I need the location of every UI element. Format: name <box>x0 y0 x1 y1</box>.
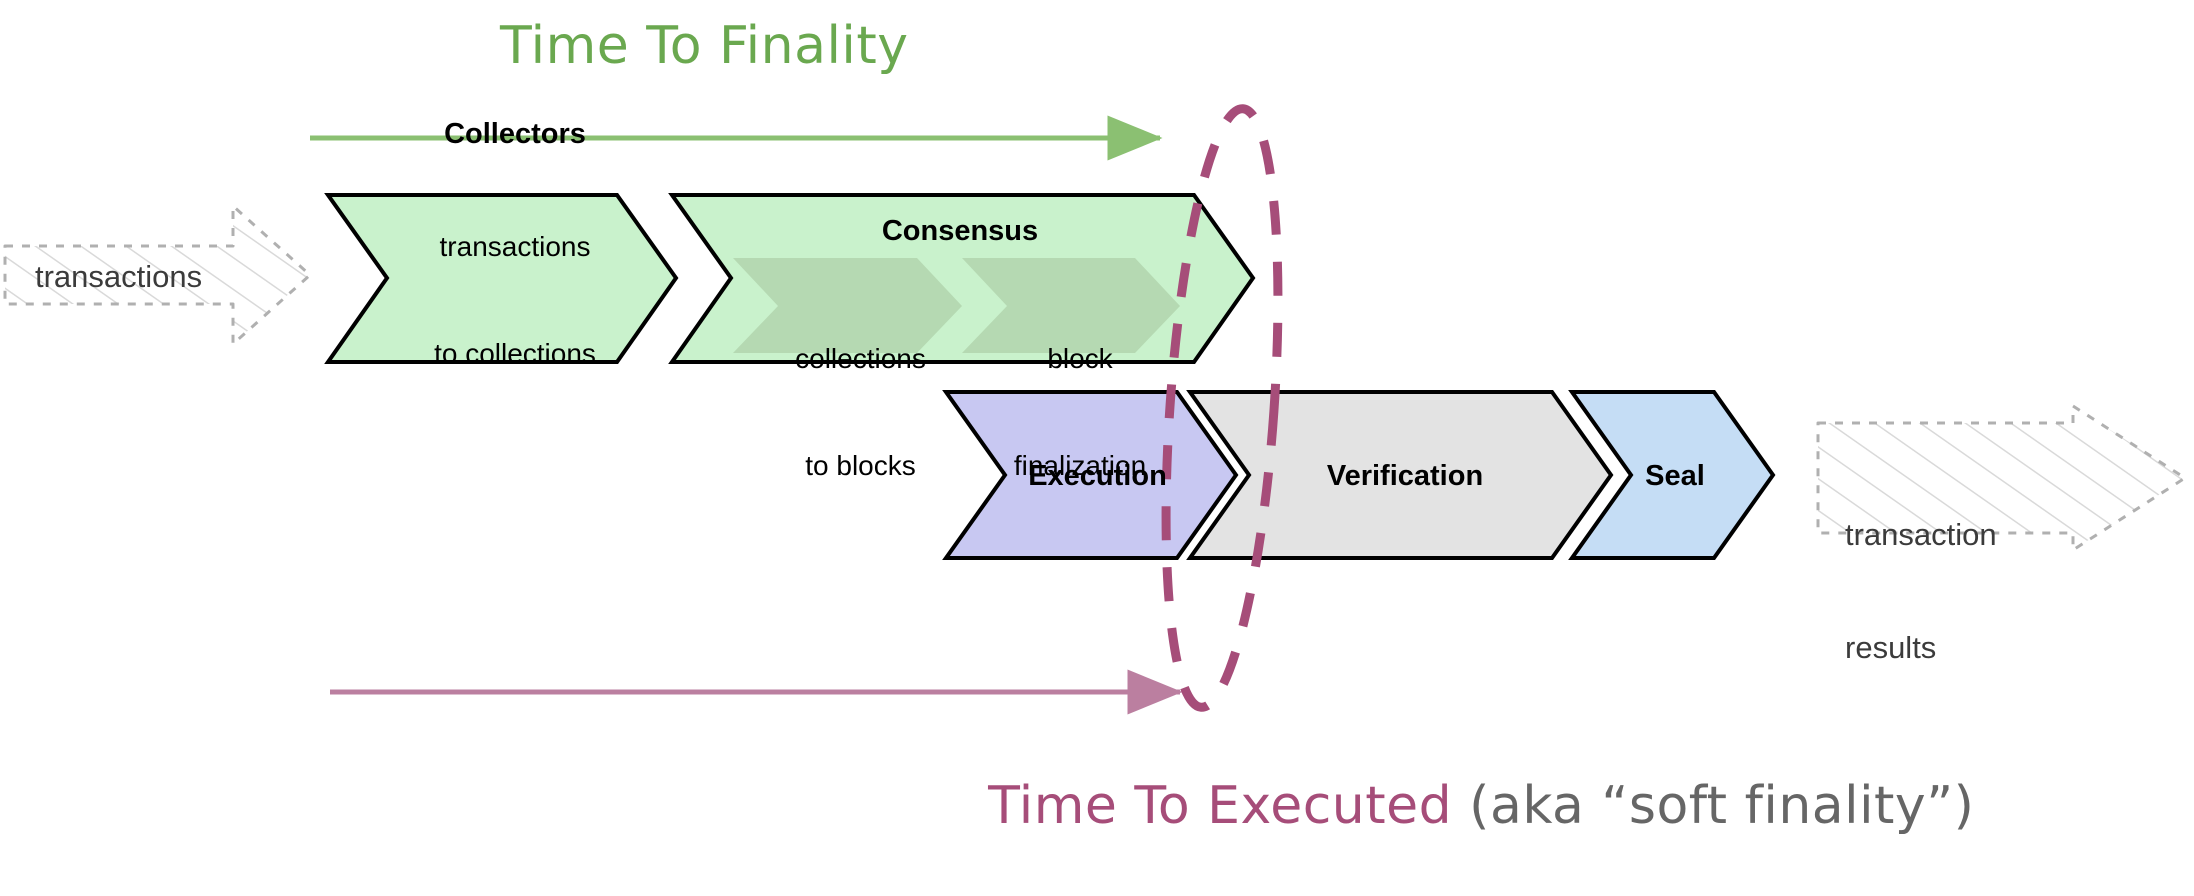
consensus-title: Consensus <box>881 215 1039 247</box>
ghost-label-transactions: transactions <box>35 259 203 294</box>
time-to-executed-suffix: (aka “soft finality”) <box>1452 776 1975 836</box>
chevron-seal[interactable] <box>1568 390 1776 560</box>
collectors-text-block: Collectors transactions to collections <box>370 118 660 369</box>
verification-title: Verification <box>1326 460 1484 492</box>
ghost-arrow-transaction-results <box>1816 404 2187 552</box>
chevron-verification[interactable] <box>1186 390 1614 560</box>
collections-to-blocks-line1: collections <box>795 342 926 374</box>
chevron-collectors[interactable] <box>324 193 679 364</box>
collections-to-blocks-line2: to blocks <box>805 450 916 482</box>
seal-title: Seal <box>1645 460 1705 492</box>
chevron-block-finalization[interactable] <box>962 258 1180 353</box>
block-finalization-line1: block <box>1047 342 1113 374</box>
chevron-collections-to-blocks[interactable] <box>733 258 962 353</box>
time-to-executed-label: Time To Executed (aka “soft finality”) <box>920 716 1974 896</box>
collectors-title: Collectors <box>444 118 586 151</box>
execution-title: Execution <box>1028 460 1167 492</box>
time-to-finality-title: Time To Finality <box>500 16 909 76</box>
block-finalization-label: block finalization <box>985 269 1175 556</box>
shape-layer <box>3 104 2187 715</box>
ghost-arrow-transactions <box>3 204 312 346</box>
ghost-label-line2: results <box>1845 630 1937 666</box>
time-to-executed-main: Time To Executed <box>988 776 1453 836</box>
collectors-sub-line1: transactions <box>439 230 591 262</box>
finality-boundary-ellipse <box>1161 104 1283 712</box>
collections-to-blocks-label: collections to blocks <box>768 269 953 556</box>
ghost-label-line1: transaction <box>1845 516 1997 552</box>
ghost-label-transaction-results: transaction results <box>1845 440 2105 743</box>
collectors-subtitle: transactions to collections <box>434 157 596 444</box>
diagram-canvas: Time To Finality transactions transactio… <box>3 16 2187 836</box>
collectors-sub-line2: to collections <box>434 338 596 370</box>
block-finalization-line2: finalization <box>1013 450 1147 482</box>
